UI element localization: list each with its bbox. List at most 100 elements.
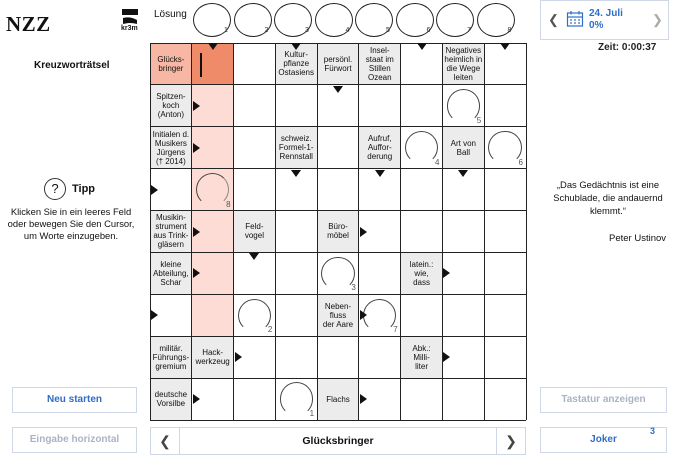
letter-cell[interactable] <box>275 294 317 336</box>
letter-cell[interactable]: 5 <box>442 85 484 127</box>
solution-letter-7[interactable] <box>436 3 474 37</box>
letter-cell[interactable] <box>484 336 526 378</box>
letter-cell[interactable] <box>442 378 484 420</box>
letter-cell[interactable] <box>484 252 526 294</box>
clue-cell[interactable]: Abk.:Milli-liter <box>400 336 443 379</box>
letter-cell[interactable]: 3 <box>317 252 359 294</box>
clue-text: Auffor- <box>367 143 392 153</box>
clue-text: Musikers <box>154 138 187 148</box>
clue-text: Milli- <box>413 352 430 362</box>
letter-cell[interactable] <box>442 294 484 336</box>
clue-cell[interactable]: militär.Führungs-gremium <box>150 336 192 379</box>
letter-cell[interactable]: 2 <box>234 294 276 336</box>
solution-letter-3[interactable] <box>274 3 312 37</box>
letter-cell[interactable] <box>317 336 359 378</box>
letter-cell[interactable] <box>401 85 443 127</box>
letter-cell[interactable] <box>484 85 526 127</box>
letter-cell[interactable] <box>275 336 317 378</box>
clue-text: gremium <box>155 361 187 371</box>
clue-text: strument <box>155 222 187 232</box>
letter-cell[interactable] <box>359 336 401 378</box>
clue-cell[interactable]: Büro-möbel <box>317 210 359 253</box>
clue-text: Fürwort <box>324 63 352 73</box>
letter-cell[interactable]: 6 <box>484 127 526 169</box>
clue-bar: ❮ Glücksbringer ❯ <box>150 427 526 455</box>
clue-cell[interactable]: Aufruf,Auffor-derung <box>358 126 401 169</box>
clue-cell[interactable]: persönl.Fürwort <box>317 43 359 85</box>
letter-cell[interactable] <box>317 169 359 211</box>
letter-cell[interactable] <box>484 378 526 420</box>
letter-cell[interactable] <box>401 294 443 336</box>
clue-cell[interactable]: schweiz.Formel-1-Rennstall <box>275 126 318 169</box>
letter-cell[interactable] <box>484 211 526 253</box>
quote-text: „Das Gedächtnis ist eine Schublade, die … <box>553 179 663 216</box>
solution-letter-8[interactable] <box>476 3 515 37</box>
letter-cell[interactable] <box>359 85 401 127</box>
letter-cell[interactable] <box>234 85 276 127</box>
clue-cell[interactable]: Hack-werkzeug <box>191 336 234 379</box>
letter-cell[interactable]: 8 <box>191 168 234 211</box>
chevron-right-icon[interactable]: ❯ <box>652 12 663 27</box>
calendar-icon <box>566 11 584 27</box>
clue-cell[interactable]: Glücks-bringer <box>150 43 192 85</box>
clue-text: der Aare <box>322 319 354 329</box>
solution-index: 5 <box>476 115 482 125</box>
letter-cell[interactable] <box>401 378 443 420</box>
letter-cell[interactable]: 4 <box>401 127 443 169</box>
letter-cell[interactable] <box>234 378 276 420</box>
letter-cell[interactable] <box>234 43 276 85</box>
letter-cell[interactable] <box>317 127 359 169</box>
solution-circle-icon <box>279 382 313 416</box>
letter-cell[interactable] <box>442 211 484 253</box>
clue-text: pflanze <box>283 59 310 69</box>
chevron-left-icon[interactable]: ❮ <box>548 12 559 27</box>
letter-cell[interactable]: 1 <box>275 378 317 420</box>
solution-letter-6[interactable] <box>395 3 434 37</box>
show-keyboard-button[interactable]: Tastatur anzeigen <box>540 387 667 413</box>
direction-arrow-icon <box>192 268 200 279</box>
clue-cell[interactable]: latein.:wie,dass <box>400 252 443 295</box>
letter-cell[interactable] <box>275 252 317 294</box>
direction-arrow-icon <box>192 226 200 237</box>
clue-text: dass <box>413 277 430 287</box>
joker-button[interactable]: Joker <box>540 427 667 453</box>
solution-letter-2[interactable] <box>233 3 272 37</box>
clue-text: Art von <box>450 138 476 148</box>
restart-button[interactable]: Neu starten <box>12 387 137 413</box>
letter-cell[interactable] <box>359 252 401 294</box>
letter-cell[interactable] <box>275 85 317 127</box>
solution-letter-4[interactable] <box>314 3 353 37</box>
solution-letter-5[interactable] <box>355 3 393 37</box>
current-date[interactable]: 24. Juli <box>589 8 623 19</box>
letter-cell[interactable] <box>191 294 234 337</box>
letter-cell[interactable] <box>401 169 443 211</box>
clue-text: Feld- <box>245 222 264 232</box>
chevron-right-icon[interactable]: ❯ <box>496 428 525 454</box>
letter-cell[interactable] <box>484 169 526 211</box>
letter-cell[interactable] <box>234 127 276 169</box>
clue-text: wie, <box>414 268 429 278</box>
letter-cell[interactable] <box>401 211 443 253</box>
clue-cell[interactable]: Spitzen-koch(Anton) <box>150 84 192 127</box>
letter-cell[interactable] <box>234 169 276 211</box>
logo-text: kr3m <box>121 25 138 32</box>
clue-cell[interactable]: Feld-vogel <box>233 210 276 253</box>
solution-letter-1[interactable] <box>193 3 231 37</box>
grid-line <box>150 335 526 337</box>
clue-cell[interactable]: Flachs <box>317 378 359 420</box>
letter-cell[interactable] <box>275 211 317 253</box>
direction-button[interactable]: Eingabe horizontal <box>12 427 137 453</box>
clue-text: Hack- <box>202 348 224 358</box>
clue-text: Vorsilbe <box>156 399 186 409</box>
chevron-left-icon[interactable]: ❮ <box>151 428 180 454</box>
letter-cell[interactable] <box>484 294 526 336</box>
